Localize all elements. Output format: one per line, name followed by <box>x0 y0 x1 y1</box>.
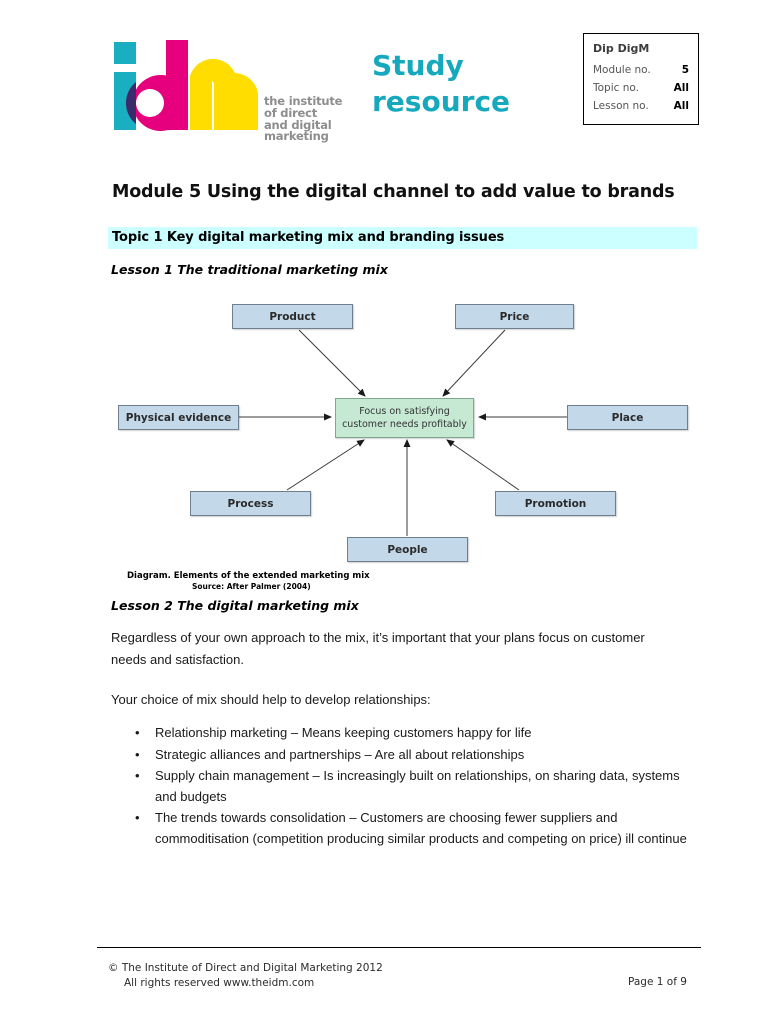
page-header: the institute of direct and digital mark… <box>0 0 768 160</box>
diagram-node-product-label: Product <box>269 310 316 323</box>
diagram-node-people-label: People <box>387 543 428 556</box>
diagram-caption: Diagram. Elements of the extended market… <box>127 571 370 581</box>
info-label-topic: Topic no. <box>593 82 639 94</box>
footer-copyright: © The Institute of Direct and Digital Ma… <box>108 961 383 991</box>
footer-divider <box>97 947 701 948</box>
diagram-center-line-1: Focus on satisfying <box>359 406 450 417</box>
info-row-module: Module no. 5 <box>593 61 689 79</box>
list-item: • The trends towards consolidation – Cus… <box>111 808 701 849</box>
footer-line-1: © The Institute of Direct and Digital Ma… <box>108 961 383 976</box>
footer-org-text: The Institute of Direct and Digital Mark… <box>121 962 383 974</box>
relationships-bullet-list: • Relationship marketing – Means keeping… <box>111 723 701 850</box>
diagram-source: Source: After Palmer (2004) <box>192 582 311 591</box>
diagram-node-place-label: Place <box>611 411 644 424</box>
list-item-text: Strategic alliances and partnerships – A… <box>155 746 525 762</box>
bullet-glyph: • <box>135 725 140 740</box>
module-info-box: Dip DigM Module no. 5 Topic no. All Less… <box>583 33 699 125</box>
idm-logo-icon <box>114 40 258 131</box>
diagram-node-place: Place <box>567 405 688 430</box>
study-resource-title: Study resource <box>372 48 557 120</box>
info-value-module: 5 <box>681 64 689 76</box>
list-item-text: The trends towards consolidation – Custo… <box>155 810 687 846</box>
logo-tagline-line-2: of direct <box>264 105 318 120</box>
diagram-node-promotion: Promotion <box>495 491 616 516</box>
diagram-node-price: Price <box>455 304 574 329</box>
info-box-title: Dip DigM <box>593 42 650 55</box>
lesson-2-heading: Lesson 2 The digital marketing mix <box>111 598 359 613</box>
marketing-mix-diagram: Product Price Physical evidence Place Pr… <box>0 290 768 590</box>
info-row-lesson: Lesson no. All <box>593 97 689 115</box>
diagram-node-product: Product <box>232 304 353 329</box>
diagram-connectors <box>239 329 567 536</box>
logo-tagline-line-4: marketing <box>264 129 329 144</box>
study-resource-line-1: Study <box>372 49 464 82</box>
list-item: • Relationship marketing – Means keeping… <box>111 723 701 744</box>
list-item: • Supply chain management – Is increasin… <box>111 766 701 807</box>
info-value-lesson: All <box>673 100 689 112</box>
diagram-node-physical-evidence-label: Physical evidence <box>125 411 232 424</box>
topic-heading-text: Topic 1 Key digital marketing mix and br… <box>112 230 505 245</box>
copyright-icon: © <box>108 962 119 974</box>
logo-tagline-line-1: the institute <box>264 94 343 108</box>
info-value-topic: All <box>673 82 689 94</box>
logo-tagline: the institute of direct and digital mark… <box>264 94 364 144</box>
list-item-text: Supply chain management – Is increasingl… <box>155 768 680 804</box>
bullet-glyph: • <box>135 810 140 825</box>
diagram-node-promotion-label: Promotion <box>524 497 587 510</box>
diagram-node-process-label: Process <box>227 497 274 510</box>
paragraph-1: Regardless of your own approach to the m… <box>111 630 645 667</box>
info-label-lesson: Lesson no. <box>593 100 649 112</box>
idm-logo: the institute of direct and digital mark… <box>112 38 362 142</box>
diagram-node-focus-center: Focus on satisfying customer needs profi… <box>335 398 474 438</box>
diagram-center-line-2: customer needs profitably <box>342 419 467 430</box>
diagram-node-price-label: Price <box>499 310 530 323</box>
diagram-node-physical-evidence: Physical evidence <box>118 405 239 430</box>
paragraph-2: Your choice of mix should help to develo… <box>111 692 431 707</box>
topic-heading-bar: Topic 1 Key digital marketing mix and br… <box>108 227 697 249</box>
study-resource-line-2: resource <box>372 85 511 118</box>
list-item: • Strategic alliances and partnerships –… <box>111 745 701 766</box>
info-label-module: Module no. <box>593 64 651 76</box>
info-row-topic: Topic no. All <box>593 79 689 97</box>
footer-line-2: All rights reserved www.theidm.com <box>124 977 315 989</box>
lesson-1-heading: Lesson 1 The traditional marketing mix <box>111 262 388 277</box>
bullet-glyph: • <box>135 768 140 783</box>
bullet-glyph: • <box>135 746 140 762</box>
logo-tagline-line-3: and digital <box>264 117 332 132</box>
diagram-node-process: Process <box>190 491 311 516</box>
list-item-text: Relationship marketing – Means keeping c… <box>155 725 532 740</box>
page-title: Module 5 Using the digital channel to ad… <box>112 182 675 202</box>
page-number: Page 1 of 9 <box>628 976 687 988</box>
diagram-node-people: People <box>347 537 468 562</box>
